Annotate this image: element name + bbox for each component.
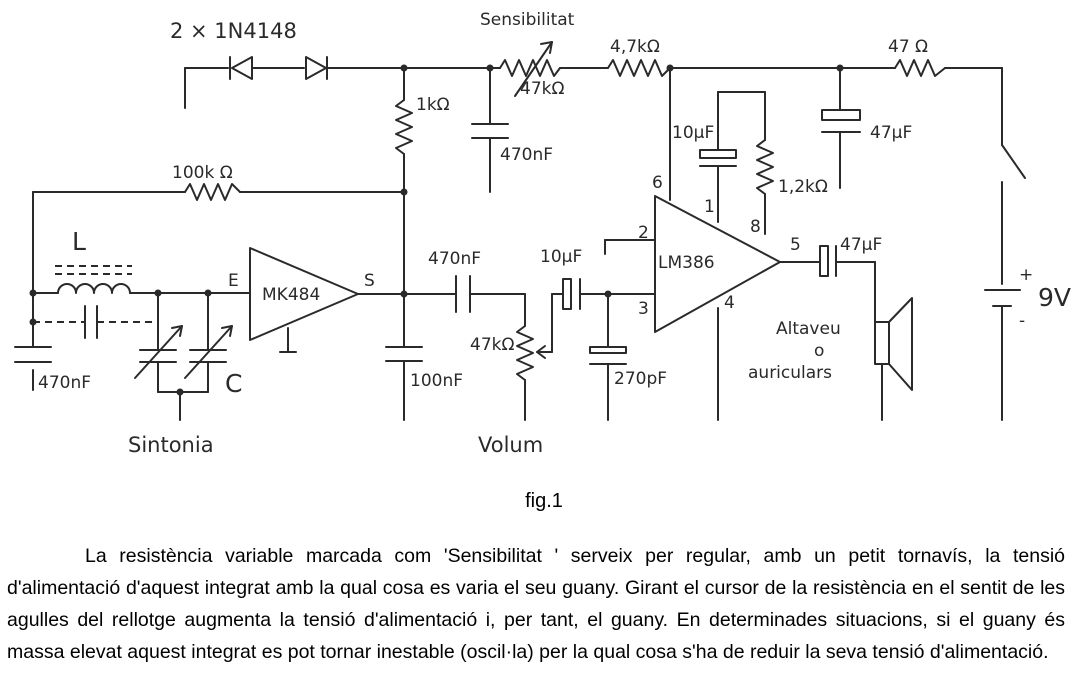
sintonia-label: Sintonia <box>128 433 214 457</box>
pin-e-label: E <box>228 271 239 291</box>
diode-1 <box>229 56 253 80</box>
inductor-label: L <box>72 227 86 256</box>
pin6-label: 6 <box>652 173 663 193</box>
sensibilitat-resistor <box>499 41 561 97</box>
pin1-label: 1 <box>704 197 715 217</box>
speaker-label-3: auriculars <box>748 363 832 383</box>
antenna-coupling <box>33 305 158 339</box>
junction-dots <box>29 64 844 396</box>
sens-resistor-label: 47kΩ <box>520 79 564 99</box>
tuning-capacitor-2 <box>184 292 233 393</box>
resistor-100k <box>184 183 241 201</box>
speaker-icon <box>874 297 913 421</box>
capacitor-10u-b-label: 10µF <box>540 247 582 267</box>
volume-resistor-label: 47kΩ <box>470 335 514 355</box>
mk484-label: MK484 <box>262 285 320 305</box>
sensibilitat-label: Sensibilitat <box>480 10 575 30</box>
diodes-label: 2 × 1N4148 <box>170 19 297 43</box>
capacitor-10u-a-label: 10µF <box>672 123 714 143</box>
gain-network <box>699 91 774 235</box>
battery-minus: - <box>1019 311 1025 331</box>
lm386-chip <box>604 67 821 421</box>
resistor-1k-label: 1kΩ <box>416 95 450 115</box>
resistor-100k-label: 100k Ω <box>172 163 233 183</box>
capacitor-47u-out-label: 47µF <box>840 235 882 255</box>
capacitor-470n-mid-label: 470nF <box>428 249 481 269</box>
body-paragraph: La resistència variable marcada com 'Sen… <box>7 545 1065 663</box>
figure-caption: fig.1 <box>525 490 563 512</box>
capacitor-470n-top <box>471 67 509 193</box>
capacitor-470n-left-label: 470nF <box>38 373 91 393</box>
top-rail <box>184 67 976 109</box>
pin3-label: 3 <box>638 299 649 319</box>
diode-2 <box>305 56 328 80</box>
pin5-label: 5 <box>790 235 801 255</box>
capacitor-10u-coupling <box>551 278 656 310</box>
battery-9v <box>984 289 1021 421</box>
capacitor-270p <box>589 293 627 421</box>
resistor-47-label: 47 Ω <box>888 37 928 57</box>
circuit-schematic: 2 × 1N4148 Sensibilitat 47kΩ 4,7kΩ 47 Ω … <box>14 10 1071 457</box>
capacitor-470n-coupling <box>455 275 526 327</box>
speaker-label-2: o <box>814 341 824 361</box>
tuning-capacitor-1 <box>134 292 183 393</box>
left-rail <box>32 191 405 391</box>
pin-s-label: S <box>364 271 375 291</box>
volum-label: Volum <box>478 433 543 457</box>
capacitor-100n-label: 100nF <box>410 371 463 391</box>
battery-plus: + <box>1019 265 1033 285</box>
tuning-ground <box>157 391 209 421</box>
capacitor-47u-out <box>819 245 876 323</box>
inductor-l <box>32 265 251 294</box>
speaker-label-1: Altaveu <box>776 319 841 339</box>
capacitor-47u-top-label: 47µF <box>870 123 912 143</box>
resistor-4k7 <box>607 59 671 77</box>
power-switch <box>974 67 1026 285</box>
lm386-label: LM386 <box>658 253 715 273</box>
pin2-label: 2 <box>638 223 649 243</box>
resistor-47 <box>894 59 946 77</box>
var-capacitor-label: C <box>225 369 242 398</box>
resistor-4k7-label: 4,7kΩ <box>610 37 660 57</box>
resistor-1k2-label: 1,2kΩ <box>778 177 828 197</box>
mk484-chip <box>249 247 359 353</box>
volume-potentiometer <box>516 293 553 421</box>
resistor-1k <box>395 67 413 348</box>
battery-label: 9V <box>1038 283 1071 312</box>
pin8-label: 8 <box>750 217 761 237</box>
pin4-label: 4 <box>724 293 735 313</box>
capacitor-470n-left <box>14 346 52 363</box>
capacitor-470n-top-label: 470nF <box>500 145 553 165</box>
mk484-output <box>357 293 457 421</box>
capacitor-47u-top <box>821 67 861 189</box>
capacitor-270p-label: 270pF <box>614 369 667 389</box>
